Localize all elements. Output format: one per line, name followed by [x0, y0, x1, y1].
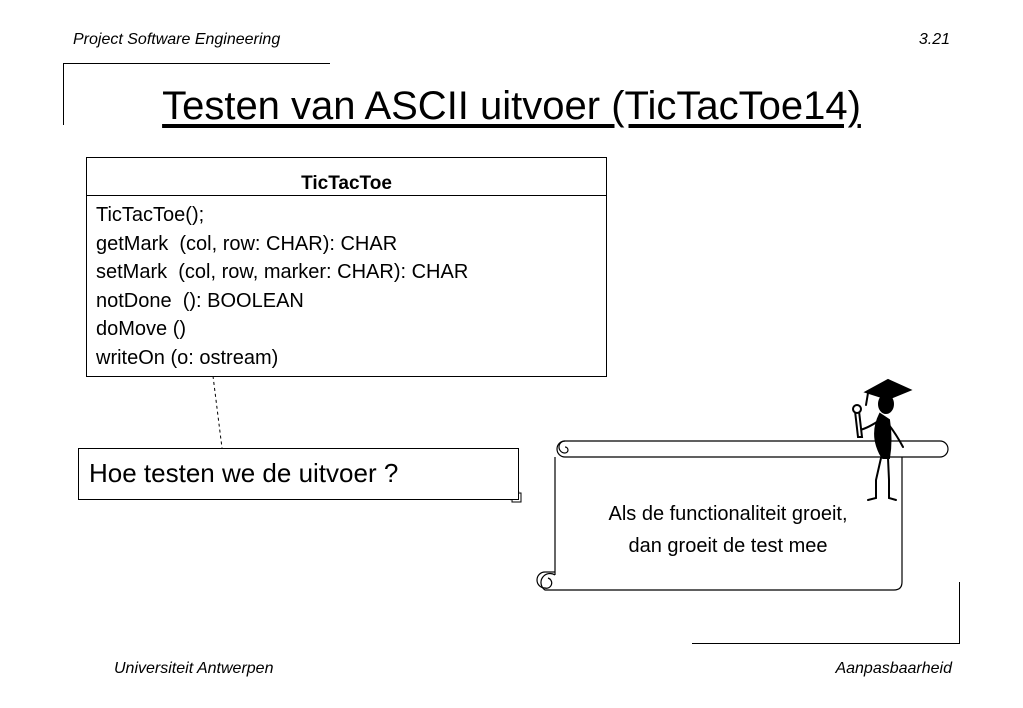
footer-university: Universiteit Antwerpen: [114, 660, 274, 677]
uml-operation: TicTacToe();: [96, 204, 205, 226]
corner-line-bottom-right-vertical: [959, 582, 960, 644]
uml-operation: notDone (): BOOLEAN: [96, 289, 304, 312]
uml-operation: getMark (col, row: CHAR): CHAR: [96, 232, 398, 255]
slide-number: 3.21: [918, 31, 950, 48]
scroll-banner-icon: [536, 440, 949, 591]
question-note: Hoe testen we de uitvoer ?: [78, 448, 519, 500]
corner-line-top-left-vertical: [63, 63, 64, 125]
scroll-line: dan groeit de test mee: [628, 535, 828, 557]
scroll-message: Als de functionaliteit groeit, dan groei…: [555, 498, 901, 562]
uml-operation: writeOn (o: ostream): [96, 346, 279, 369]
footer-topic: Aanpasbaarheid: [835, 660, 952, 677]
uml-operation: setMark (col, row, marker: CHAR): CHAR: [96, 261, 469, 283]
uml-operation: doMove (): [96, 318, 187, 340]
corner-line-bottom-right-horizontal: [692, 643, 960, 644]
uml-class-name: TicTacToe: [87, 158, 606, 196]
note-connector-line: [212, 375, 223, 449]
slide-title: Testen van ASCII uitvoer (TicTacToe14): [162, 84, 861, 128]
graduate-figure-icon: [852, 378, 913, 501]
course-title: Project Software Engineering: [73, 31, 281, 48]
uml-operations: TicTacToe(); getMark (col, row: CHAR): C…: [87, 196, 606, 372]
corner-line-top-left-horizontal: [63, 63, 330, 64]
uml-class-box: TicTacToe TicTacToe(); getMark (col, row…: [86, 157, 607, 377]
scroll-line: Als de functionaliteit groeit,: [608, 503, 848, 525]
